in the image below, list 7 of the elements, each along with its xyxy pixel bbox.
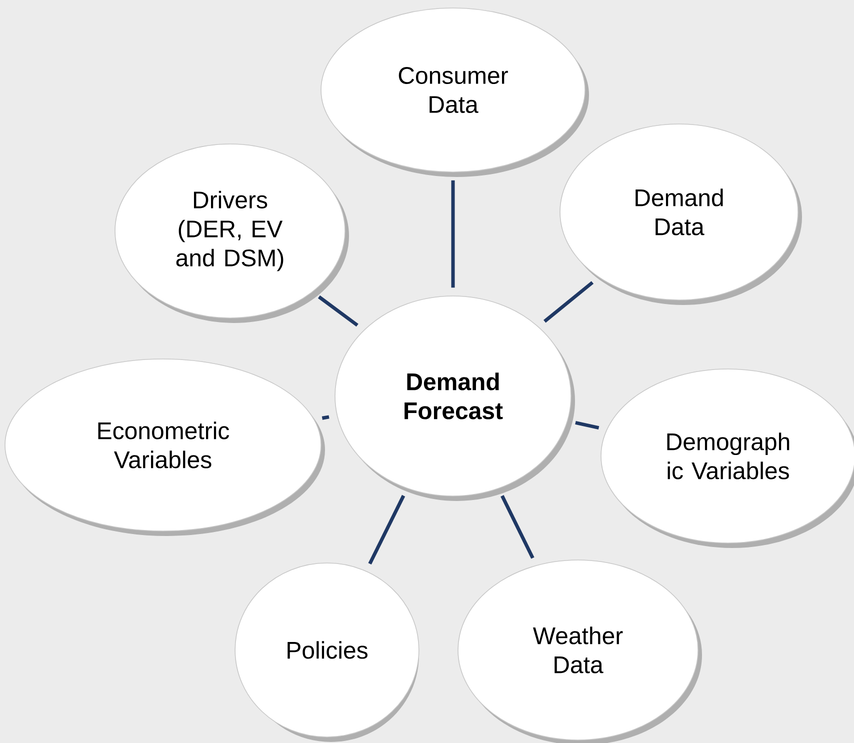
connector-line [322,415,330,420]
connector-line [451,180,455,288]
connector-line [368,494,406,564]
connector-line [544,281,594,323]
connector-line [500,495,534,559]
connector-line [575,421,600,430]
connector-line [318,295,358,327]
